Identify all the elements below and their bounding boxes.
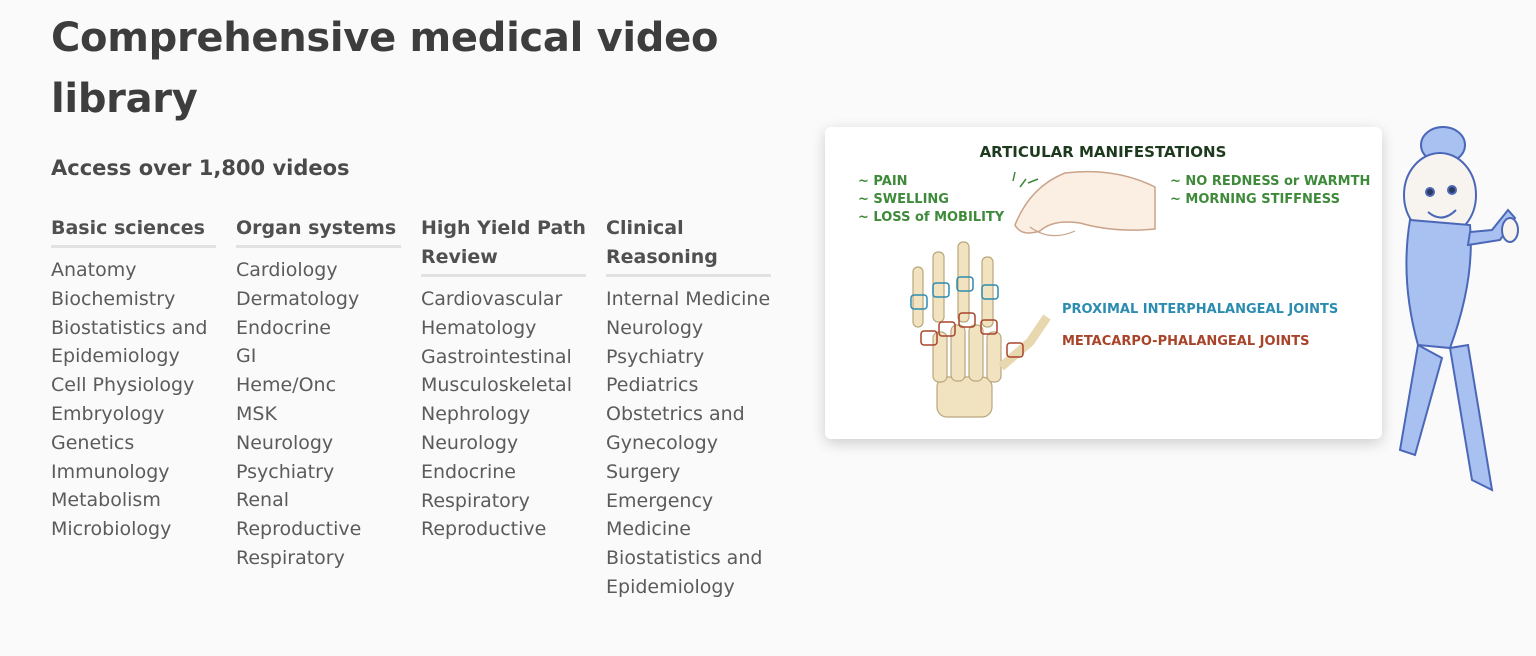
video-preview-card[interactable]: ARTICULAR MANIFESTATIONS ~ PAIN ~ SWELLI…: [825, 127, 1382, 439]
topic-link[interactable]: Respiratory: [236, 546, 345, 569]
mcp-joint-markers: [920, 312, 1024, 358]
topic-link[interactable]: Hematology: [421, 316, 537, 339]
note-no-redness: ~ NO REDNESS or WARMTH: [1170, 174, 1370, 189]
topic-link[interactable]: Emergency Medicine: [606, 489, 714, 541]
video-illustration: ARTICULAR MANIFESTATIONS ~ PAIN ~ SWELLI…: [858, 143, 1370, 418]
topic-link[interactable]: Immunology: [51, 460, 170, 483]
topic-link[interactable]: Neurology: [606, 316, 704, 339]
label-pip: PROXIMAL INTERPHALANGEAL JOINTS: [1062, 302, 1338, 317]
note-loss-of-mobility: ~ LOSS of MOBILITY: [858, 210, 1005, 225]
topic-link[interactable]: Endocrine: [421, 460, 516, 483]
topic-link[interactable]: Respiratory: [421, 489, 530, 512]
column-heading: High Yield Path Review: [421, 214, 586, 277]
column-heading: Organ systems: [236, 214, 401, 248]
column-heading: Basic sciences: [51, 214, 216, 248]
topic-link[interactable]: Psychiatry: [236, 460, 335, 483]
topic-link[interactable]: Metabolism: [51, 489, 161, 512]
hand-skeleton-illustration: [912, 241, 1051, 418]
topic-link[interactable]: Cell Physiology: [51, 374, 195, 397]
topic-link[interactable]: Endocrine: [236, 316, 331, 339]
topic-link[interactable]: Anatomy: [51, 259, 137, 281]
pip-joint-markers: [910, 276, 999, 310]
topic-link[interactable]: Pediatrics: [606, 374, 699, 397]
topic-link[interactable]: Microbiology: [51, 518, 172, 541]
topic-link[interactable]: Heme/Onc: [236, 374, 337, 397]
note-swelling: ~ SWELLING: [858, 192, 949, 207]
pinching-hand-illustration: [1012, 170, 1156, 237]
topic-link[interactable]: Dermatology: [236, 287, 360, 310]
topic-link[interactable]: Biostatistics and Epidemiology: [51, 316, 208, 368]
label-mcp: METACARPO-PHALANGEAL JOINTS: [1062, 334, 1310, 349]
topic-link[interactable]: Reproductive: [421, 518, 547, 541]
topic-link[interactable]: Gastrointestinal: [421, 345, 572, 368]
topic-link[interactable]: Neurology: [236, 431, 334, 454]
page-title: Comprehensive medical video library: [51, 15, 719, 122]
topic-link[interactable]: GI: [236, 345, 257, 368]
topic-link[interactable]: Cardiology: [236, 259, 338, 281]
topic-link[interactable]: Neurology: [421, 431, 519, 454]
topic-link[interactable]: Psychiatry: [606, 345, 705, 368]
topic-link[interactable]: Musculoskeletal: [421, 374, 572, 397]
topic-link[interactable]: Biochemistry: [51, 287, 176, 310]
topic-link[interactable]: Embryology: [51, 402, 165, 425]
topic-link[interactable]: Renal: [236, 489, 290, 512]
note-morning-stiffness: ~ MORNING STIFFNESS: [1170, 192, 1340, 207]
topic-link[interactable]: Nephrology: [421, 403, 531, 426]
page-subtitle: Access over 1,800 videos: [51, 156, 350, 180]
topic-link[interactable]: Obstetrics and Gynecology: [606, 403, 745, 454]
note-pain: ~ PAIN: [858, 174, 908, 189]
topic-link[interactable]: Genetics: [51, 431, 135, 454]
topic-link[interactable]: Surgery: [606, 460, 681, 483]
column-heading: Clinical Reasoning: [606, 214, 771, 277]
video-title: ARTICULAR MANIFESTATIONS: [980, 143, 1227, 161]
topic-link[interactable]: Internal Medicine: [606, 288, 771, 310]
topic-link[interactable]: Reproductive: [236, 518, 362, 541]
nurse-mascot-icon: [1398, 126, 1519, 492]
topic-link[interactable]: MSK: [236, 402, 277, 425]
topic-link[interactable]: Biostatistics and Epidemiology: [606, 547, 763, 598]
topic-link[interactable]: Cardiovascular: [421, 288, 563, 310]
